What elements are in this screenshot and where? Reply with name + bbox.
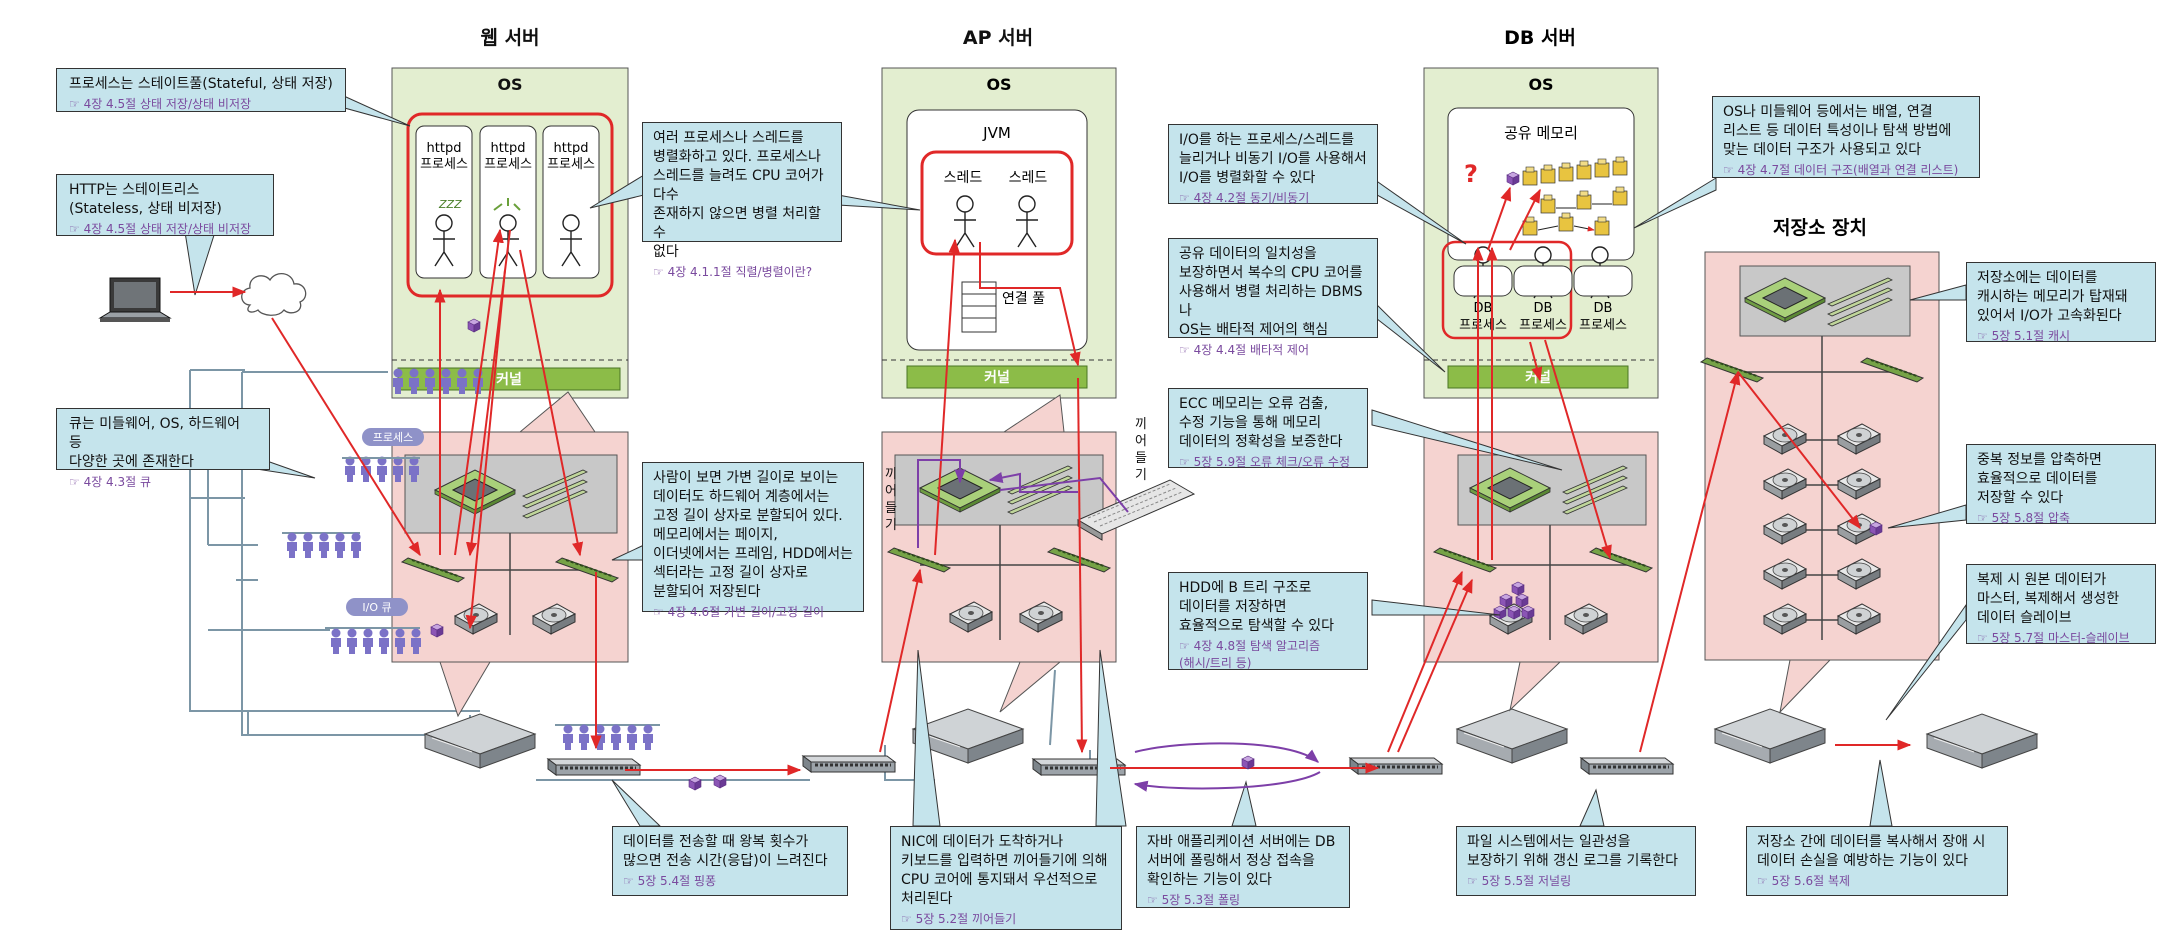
callout-stateful: 프로세스는 스테이트풀(Stateful, 상태 저장)☞ 4장 4.5절 상태…	[56, 68, 346, 112]
svg-text:프로세스: 프로세스	[1519, 318, 1567, 333]
callout-cache: 저장소에는 데이터를 캐시하는 메모리가 탑재돼 있어서 I/O가 고속화된다☞…	[1966, 262, 2156, 342]
svg-text:프로세스: 프로세스	[547, 157, 595, 172]
web-os-label: OS	[497, 75, 522, 94]
db-processes: DB 프로세스 DB 프로세스 DB 프로세스	[1454, 247, 1632, 333]
connection-pool-icon	[962, 282, 996, 332]
svg-text:httpd: httpd	[554, 141, 589, 156]
laptop-icon	[100, 278, 170, 322]
callout-fixed-length: 사람이 보면 가변 길이로 보이는 데이터도 하드웨어 계층에서는 고정 길이 …	[642, 462, 864, 612]
callout-ecc: ECC 메모리는 오류 검출, 수정 기능을 통해 메모리 데이터의 정확성을 …	[1168, 388, 1368, 468]
svg-text:DB: DB	[1534, 301, 1553, 316]
callout-interrupt: NIC에 데이터가 도착하거나 키보드를 입력하면 끼어들기에 의해 CPU 코…	[890, 826, 1122, 930]
data-packet-icon	[468, 319, 480, 332]
callout-replication: 저장소 간에 데이터를 복사해서 장애 시 데이터 손실을 예방하는 기능이 있…	[1746, 826, 2008, 896]
section-title-db: DB 서버	[1504, 27, 1576, 49]
switch-icon	[1350, 758, 1442, 774]
data-packet-icon	[1507, 172, 1519, 185]
svg-text:프로세스: 프로세스	[484, 157, 532, 172]
svg-text:DB: DB	[1474, 301, 1493, 316]
svg-text:프로세스: 프로세스	[373, 431, 413, 444]
section-title-ap: AP 서버	[963, 27, 1033, 49]
data-packet-icon	[689, 777, 701, 790]
polling-arrows	[1135, 743, 1320, 788]
cloud-icon	[242, 274, 306, 316]
callout-stateless: HTTP는 스테이트리스 (Stateless, 상태 비저장)☞ 4장 4.5…	[56, 174, 274, 236]
data-packet-icon	[431, 624, 443, 637]
svg-text:httpd: httpd	[491, 141, 526, 156]
jvm-box	[907, 110, 1087, 350]
callout-pingpong: 데이터를 전송할 때 왕복 횟수가 많으면 전송 시간(응답)이 느려진다☞ 5…	[612, 826, 848, 896]
section-title-web: 웹 서버	[480, 27, 539, 49]
callout-btree: HDD에 B 트리 구조로 데이터를 저장하면 효율적으로 탐색할 수 있다☞ …	[1168, 572, 1368, 670]
tag-process: 프로세스	[362, 428, 424, 446]
ap-kernel-label: 커널	[984, 370, 1010, 386]
connection-pool-label: 연결 풀	[1002, 291, 1045, 307]
svg-text:스레드: 스레드	[1009, 170, 1048, 186]
svg-text:스레드: 스레드	[944, 170, 983, 186]
section-title-storage: 저장소 장치	[1773, 217, 1867, 239]
server-icon	[425, 714, 535, 768]
data-packet-icon	[1870, 522, 1882, 535]
svg-text:httpd: httpd	[427, 141, 462, 156]
cpu-run-queue	[282, 533, 361, 559]
switch-queue	[555, 725, 660, 751]
server-icon	[1715, 709, 1825, 763]
interrupt-label-right: 끼어들기	[1135, 417, 1147, 483]
shared-memory-label: 공유 메모리	[1504, 124, 1578, 142]
callout-exclusive: 공유 데이터의 일치성을 보장하면서 복수의 CPU 코어를 사용해서 병렬 처…	[1168, 238, 1378, 338]
hw-speech-tails	[440, 660, 1830, 716]
callout-journaling: 파일 시스템에서는 일관성을 보장하기 위해 갱신 로그를 기록한다☞ 5장 5…	[1456, 826, 1696, 896]
callout-async-io: I/O를 하는 프로세스/스레드를 늘리거나 비동기 I/O를 사용해서 I/O…	[1168, 124, 1378, 204]
question-mark: ?	[1464, 160, 1478, 188]
server-icon	[1927, 714, 2037, 768]
svg-text:DB: DB	[1594, 301, 1613, 316]
web-kernel-label: 커널	[496, 372, 522, 388]
switch-icon	[803, 756, 895, 772]
svg-text:프로세스: 프로세스	[1459, 318, 1507, 333]
ap-os-label: OS	[986, 75, 1011, 94]
data-packet-icon	[1242, 756, 1254, 769]
server-icon	[1457, 709, 1567, 763]
callout-data-structure: OS나 미들웨어 등에서는 배열, 연결 리스트 등 데이터 특성이나 탐색 방…	[1712, 96, 1980, 178]
data-packet-icon	[714, 775, 726, 788]
callout-master-slave: 복제 시 원본 데이터가 마스터, 복제해서 생성한 데이터 슬레이브☞ 5장 …	[1966, 564, 2156, 644]
tag-io-queue: I/O 큐	[346, 598, 408, 616]
callout-polling: 자바 애플리케이션 서버에는 DB 서버에 폴링해서 정상 접속을 확인하는 기…	[1136, 826, 1350, 908]
switch-icon	[548, 759, 640, 775]
callout-compress: 중복 정보를 압축하면 효율적으로 데이터를 저장할 수 있다☞ 5장 5.8절…	[1966, 444, 2156, 524]
callout-queue: 큐는 미들웨어, OS, 하드웨어 등 다양한 곳에 존재한다☞ 4장 4.3절…	[56, 408, 270, 470]
svg-text:프로세스: 프로세스	[1579, 318, 1627, 333]
db-os-label: OS	[1528, 75, 1553, 94]
jvm-label: JVM	[982, 124, 1011, 142]
callout-parallel: 여러 프로세스나 스레드를 병렬화하고 있다. 프로세스나 스레드를 늘려도 C…	[642, 122, 842, 242]
svg-text:프로세스: 프로세스	[420, 157, 468, 172]
switch-icon	[1581, 758, 1673, 774]
sleeping-zzz: ZZZ	[438, 198, 462, 211]
svg-text:I/O 큐: I/O 큐	[362, 601, 391, 614]
